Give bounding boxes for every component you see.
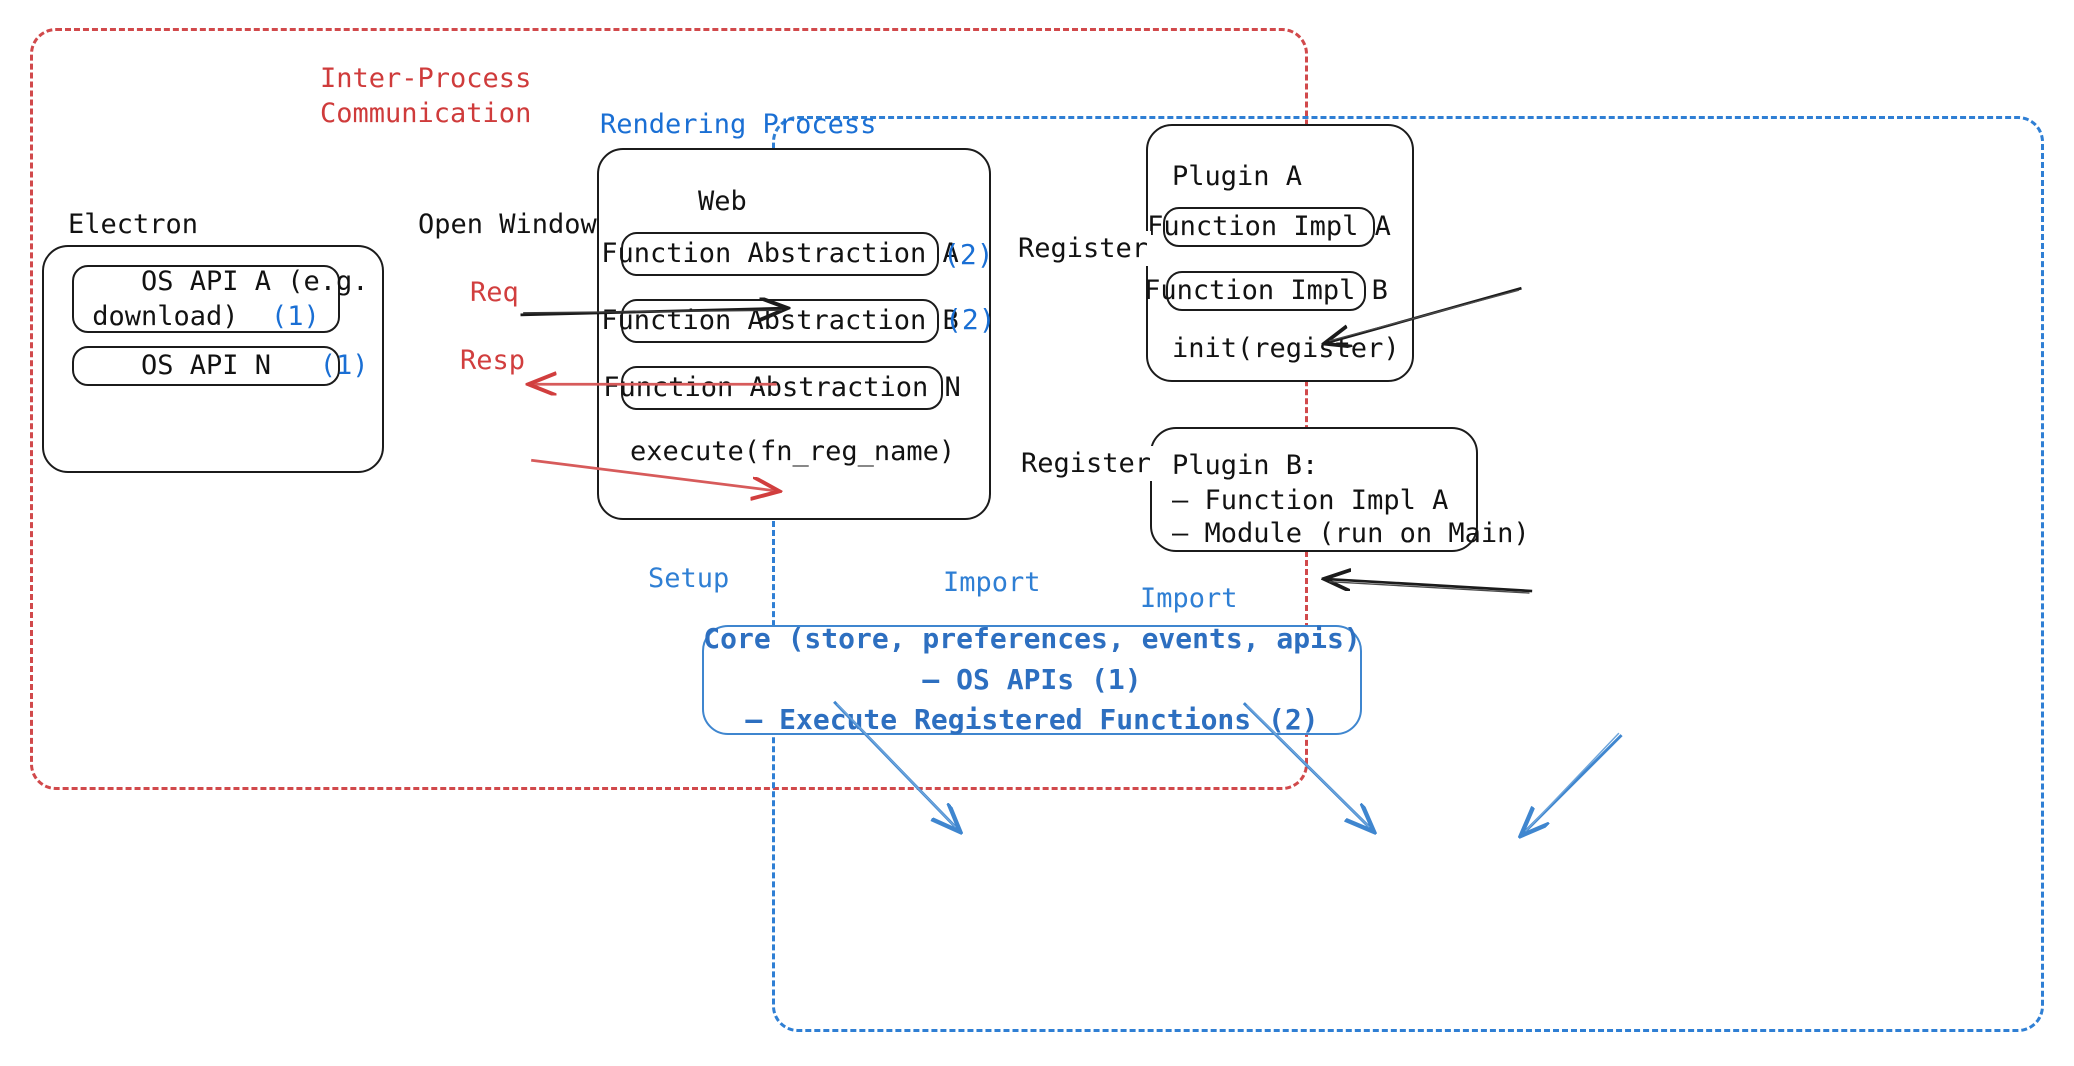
core-line-3: – Execute Registered Functions (2): [745, 703, 1319, 737]
plugin-b-line-1: – Function Impl A: [1172, 485, 1449, 516]
function-abstraction-a-label: Function Abstraction A: [601, 238, 959, 270]
core-line-2: – OS APIs (1): [922, 662, 1142, 696]
function-abstraction-b-label: Function Abstraction B: [601, 305, 959, 337]
plugin-b-card: [1150, 427, 1478, 552]
web-title: Web: [698, 186, 747, 217]
os-api-n-pill[interactable]: OS API N (1): [72, 346, 369, 386]
electron-title: Electron: [68, 209, 199, 240]
function-abstraction-n-label: Function Abstraction N: [603, 372, 961, 404]
edge-label-register-plugin-a: Register: [1015, 231, 1152, 267]
edge-label-import-web: Import: [940, 565, 1044, 601]
region-label-rendering-process: Rendering Process: [600, 109, 877, 140]
web-execute-label: execute(fn_reg_name): [630, 436, 956, 467]
core-line-1: Core (store, preferences, events, apis): [703, 622, 1361, 656]
edge-label-register-plugin-b: Register: [1018, 446, 1155, 482]
function-abstraction-a-pill[interactable]: Function Abstraction A: [601, 232, 959, 276]
edge-label-resp: Resp: [456, 343, 530, 379]
region-label-inter-process-communication: Inter-Process Communication: [320, 63, 532, 129]
plugin-a-title: Plugin A: [1172, 161, 1303, 192]
function-abstraction-b-ref: (2): [945, 303, 996, 336]
edge-label-open-window: Open Window: [418, 209, 597, 240]
region-rendering-process: [772, 116, 2044, 1032]
edge-label-setup: Setup: [645, 561, 733, 597]
core-card: Core (store, preferences, events, apis) …: [702, 622, 1362, 736]
function-impl-b-label: Function Impl B: [1144, 275, 1388, 307]
function-impl-b-pill[interactable]: Function Impl B: [1144, 271, 1388, 311]
os-api-a-pill[interactable]: OS API A (e.g. download) (1): [72, 265, 369, 333]
function-impl-a-label: Function Impl A: [1147, 211, 1391, 243]
plugin-b-title: Plugin B:: [1172, 450, 1319, 481]
os-api-n-label: OS API N (1): [140, 350, 369, 382]
edge-label-import-plugin-b: Import: [1137, 581, 1241, 617]
os-api-a-label: OS API A (e.g. download) (1): [92, 265, 369, 332]
function-abstraction-n-pill[interactable]: Function Abstraction N: [603, 366, 961, 410]
plugin-b-line-2: – Module (run on Main): [1172, 518, 1530, 549]
function-abstraction-b-pill[interactable]: Function Abstraction B: [601, 299, 959, 343]
function-impl-a-pill[interactable]: Function Impl A: [1147, 207, 1391, 247]
function-abstraction-a-ref: (2): [943, 238, 994, 271]
plugin-a-init-label: init(register): [1172, 333, 1400, 364]
region-inter-process-communication: [30, 28, 1308, 790]
edge-label-req: Req: [466, 275, 523, 311]
